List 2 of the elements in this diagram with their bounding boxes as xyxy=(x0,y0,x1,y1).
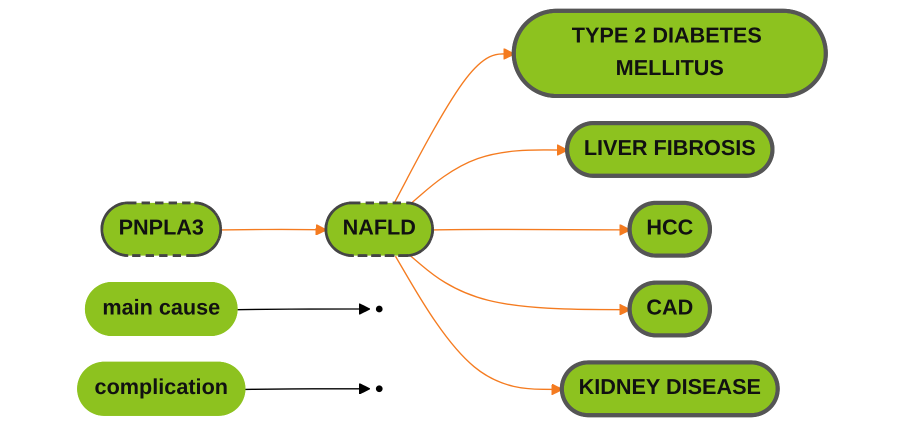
arrow xyxy=(246,382,371,395)
arrow xyxy=(238,303,371,315)
